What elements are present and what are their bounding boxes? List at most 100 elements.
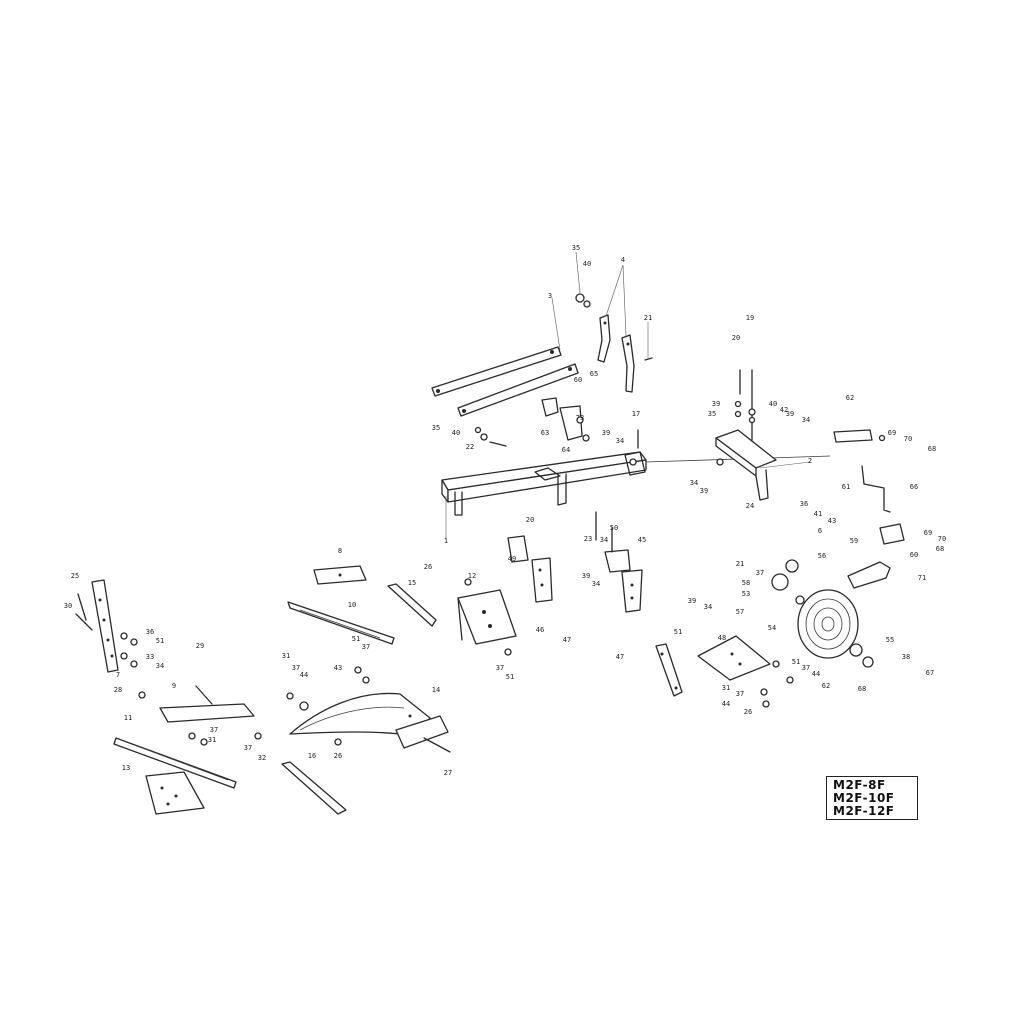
main-frame bbox=[441, 451, 831, 540]
top-brackets bbox=[575, 251, 653, 393]
callout-68: 68 bbox=[936, 545, 944, 553]
callout-26: 26 bbox=[744, 708, 752, 716]
callout-65: 65 bbox=[590, 370, 598, 378]
callout-42: 42 bbox=[780, 406, 788, 414]
callout-56: 56 bbox=[818, 552, 826, 560]
callout-58: 58 bbox=[742, 579, 750, 587]
callout-39: 39 bbox=[582, 572, 590, 580]
callout-26: 26 bbox=[334, 752, 342, 760]
callout-73: 73 bbox=[576, 414, 584, 422]
callout-15: 15 bbox=[408, 579, 416, 587]
callout-34: 34 bbox=[600, 536, 608, 544]
callout-40: 40 bbox=[769, 400, 777, 408]
callout-23: 23 bbox=[584, 535, 592, 543]
callout-37: 37 bbox=[496, 664, 504, 672]
skim-plate bbox=[697, 635, 794, 708]
callout-69: 69 bbox=[924, 529, 932, 537]
callout-46: 46 bbox=[536, 626, 544, 634]
callout-57: 57 bbox=[736, 608, 744, 616]
callout-35: 35 bbox=[708, 410, 716, 418]
callout-51: 51 bbox=[792, 658, 800, 666]
callout-39: 39 bbox=[688, 597, 696, 605]
callout-21: 21 bbox=[736, 560, 744, 568]
model-number-2: M2F-10F bbox=[833, 791, 895, 805]
callout-53: 53 bbox=[742, 590, 750, 598]
callout-50: 50 bbox=[610, 524, 618, 532]
callout-61: 61 bbox=[842, 483, 850, 491]
callout-60: 60 bbox=[910, 551, 918, 559]
callout-34: 34 bbox=[592, 580, 600, 588]
callout-44: 44 bbox=[300, 671, 308, 679]
callout-29: 29 bbox=[196, 642, 204, 650]
callout-47: 47 bbox=[563, 636, 571, 644]
coulter-arm bbox=[655, 643, 683, 697]
callout-2: 2 bbox=[808, 457, 812, 465]
callout-69: 69 bbox=[888, 429, 896, 437]
callout-1: 1 bbox=[444, 537, 448, 545]
callout-51: 51 bbox=[674, 628, 682, 636]
right-toolbar bbox=[715, 369, 811, 501]
callout-47: 47 bbox=[616, 653, 624, 661]
callout-31: 31 bbox=[282, 652, 290, 660]
callout-40: 40 bbox=[452, 429, 460, 437]
callout-59: 59 bbox=[850, 537, 858, 545]
callout-37: 37 bbox=[292, 664, 300, 672]
callout-37: 37 bbox=[802, 664, 810, 672]
callout-34: 34 bbox=[690, 479, 698, 487]
coulter-hub-arm bbox=[847, 561, 891, 589]
callout-68: 68 bbox=[858, 685, 866, 693]
callout-19: 19 bbox=[746, 314, 754, 322]
callout-37: 37 bbox=[362, 643, 370, 651]
callout-70: 70 bbox=[904, 435, 912, 443]
callout-14: 14 bbox=[432, 686, 440, 694]
lower-mouldboard bbox=[281, 666, 451, 815]
callout-68: 68 bbox=[928, 445, 936, 453]
callout-9: 9 bbox=[172, 682, 176, 690]
callout-67: 67 bbox=[926, 669, 934, 677]
callout-37: 37 bbox=[736, 690, 744, 698]
callout-31: 31 bbox=[208, 736, 216, 744]
model-number-box: M2F-8F M2F-10F M2F-12F bbox=[826, 776, 918, 820]
callout-43: 43 bbox=[334, 664, 342, 672]
right-side-brackets bbox=[833, 429, 905, 545]
callout-55: 55 bbox=[886, 636, 894, 644]
callout-26: 26 bbox=[424, 563, 432, 571]
callout-31: 31 bbox=[722, 684, 730, 692]
callout-34: 34 bbox=[802, 416, 810, 424]
callout-36: 36 bbox=[800, 500, 808, 508]
callout-10: 10 bbox=[348, 601, 356, 609]
callout-20: 20 bbox=[732, 334, 740, 342]
callout-39: 39 bbox=[700, 487, 708, 495]
callout-36: 36 bbox=[146, 628, 154, 636]
callout-11: 11 bbox=[124, 714, 132, 722]
coulter-hangers bbox=[507, 511, 643, 613]
callout-12: 12 bbox=[468, 572, 476, 580]
callout-35: 35 bbox=[432, 424, 440, 432]
center-bracket bbox=[474, 397, 639, 449]
callout-37: 37 bbox=[210, 726, 218, 734]
callout-7: 7 bbox=[116, 671, 120, 679]
callout-62: 62 bbox=[822, 682, 830, 690]
callout-39: 39 bbox=[602, 429, 610, 437]
callout-25: 25 bbox=[71, 572, 79, 580]
callout-40: 40 bbox=[583, 260, 591, 268]
model-number-3: M2F-12F bbox=[833, 804, 895, 818]
callout-37: 37 bbox=[244, 744, 252, 752]
callout-8: 8 bbox=[338, 547, 342, 555]
callout-33: 33 bbox=[146, 653, 154, 661]
disc-coulter bbox=[771, 559, 874, 668]
callout-35: 35 bbox=[572, 244, 580, 252]
callout-20: 20 bbox=[526, 516, 534, 524]
callout-44: 44 bbox=[812, 670, 820, 678]
callout-39: 39 bbox=[712, 400, 720, 408]
callout-22: 22 bbox=[466, 443, 474, 451]
callout-16: 16 bbox=[308, 752, 316, 760]
callout-54: 54 bbox=[768, 624, 776, 632]
callout-32: 32 bbox=[258, 754, 266, 762]
callout-24: 24 bbox=[746, 502, 754, 510]
callout-49: 49 bbox=[508, 555, 516, 563]
callout-66: 66 bbox=[910, 483, 918, 491]
callout-6: 6 bbox=[818, 527, 822, 535]
